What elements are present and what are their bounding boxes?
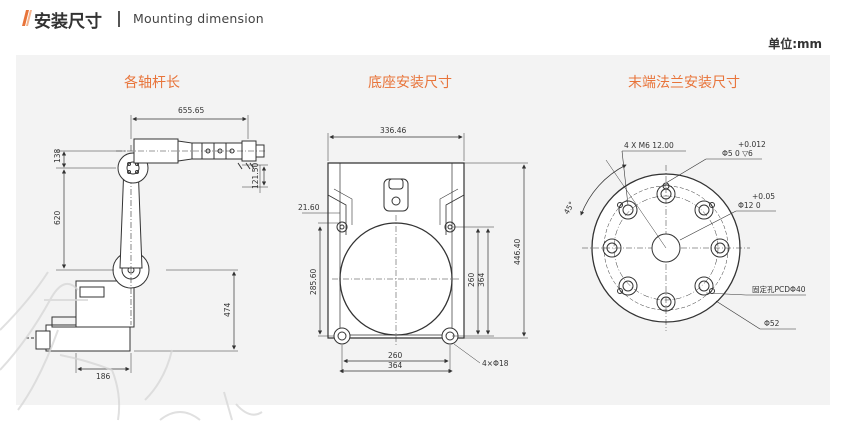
- dim-base-left-mid: 285.60: [309, 269, 318, 295]
- title-divider: [118, 11, 120, 27]
- dim-flange-tol-b: +0.05: [752, 192, 775, 201]
- dim-flange-pin: Φ5 0 ▽6: [722, 149, 753, 158]
- dim-arm-bottom: 186: [96, 372, 111, 381]
- dim-arm-top: 655.65: [178, 106, 204, 115]
- unit-label: 单位:mm: [768, 37, 822, 51]
- dim-arm-lower: 474: [223, 302, 232, 317]
- dim-base-bottom-b: 364: [388, 361, 403, 370]
- dim-base-right-tall: 446.40: [513, 239, 522, 265]
- dim-flange-angle: 45°: [562, 200, 577, 216]
- dim-base-top: 336.46: [380, 126, 406, 135]
- robot-arm-drawing: [26, 115, 268, 373]
- brand-stripe-icon: [22, 10, 32, 26]
- flange-mounting-heading: 末端法兰安装尺寸: [628, 75, 740, 91]
- dim-flange-threads: 4 X M6 12.00: [624, 141, 674, 150]
- base-mounting-drawing: [302, 133, 528, 374]
- dim-base-inner-a: 260: [467, 272, 476, 287]
- dim-flange-tol-a: +0.012: [738, 140, 766, 149]
- dim-base-inner-b: 364: [477, 272, 486, 287]
- technical-drawing: 655.65 138 620 121.50 474 186: [26, 106, 806, 381]
- dim-arm-left-upper: 138: [53, 148, 62, 163]
- dim-flange-center: Φ12 0: [738, 201, 761, 210]
- dim-base-bottom-a: 260: [388, 351, 403, 360]
- drawing-panel: 各轴杆长 底座安装尺寸 末端法兰安装尺寸: [16, 55, 830, 405]
- page-header: 安装尺寸 Mounting dimension 单位:mm: [0, 0, 848, 51]
- dim-flange-pcd: 固定孔PCDΦ40: [752, 284, 806, 294]
- page-subtitle: Mounting dimension: [133, 11, 264, 26]
- dim-arm-mid: 620: [53, 210, 62, 225]
- dim-arm-right-small: 121.50: [251, 163, 260, 189]
- flange-dimension-labels: 4 X M6 12.00 +0.012 Φ5 0 ▽6 +0.05 Φ12 0 …: [562, 140, 806, 328]
- flange-drawing: [580, 150, 806, 331]
- dim-base-left-small: 21.60: [298, 203, 320, 212]
- dim-base-holes: 4×Φ18: [482, 359, 509, 368]
- dim-flange-outer: Φ52: [764, 319, 780, 328]
- arm-lengths-heading: 各轴杆长: [124, 75, 180, 91]
- base-dimension-labels: 336.46 21.60 446.40 285.60 260 364 260 3…: [298, 126, 522, 370]
- base-mounting-heading: 底座安装尺寸: [368, 75, 452, 91]
- page-title: 安装尺寸: [34, 12, 102, 32]
